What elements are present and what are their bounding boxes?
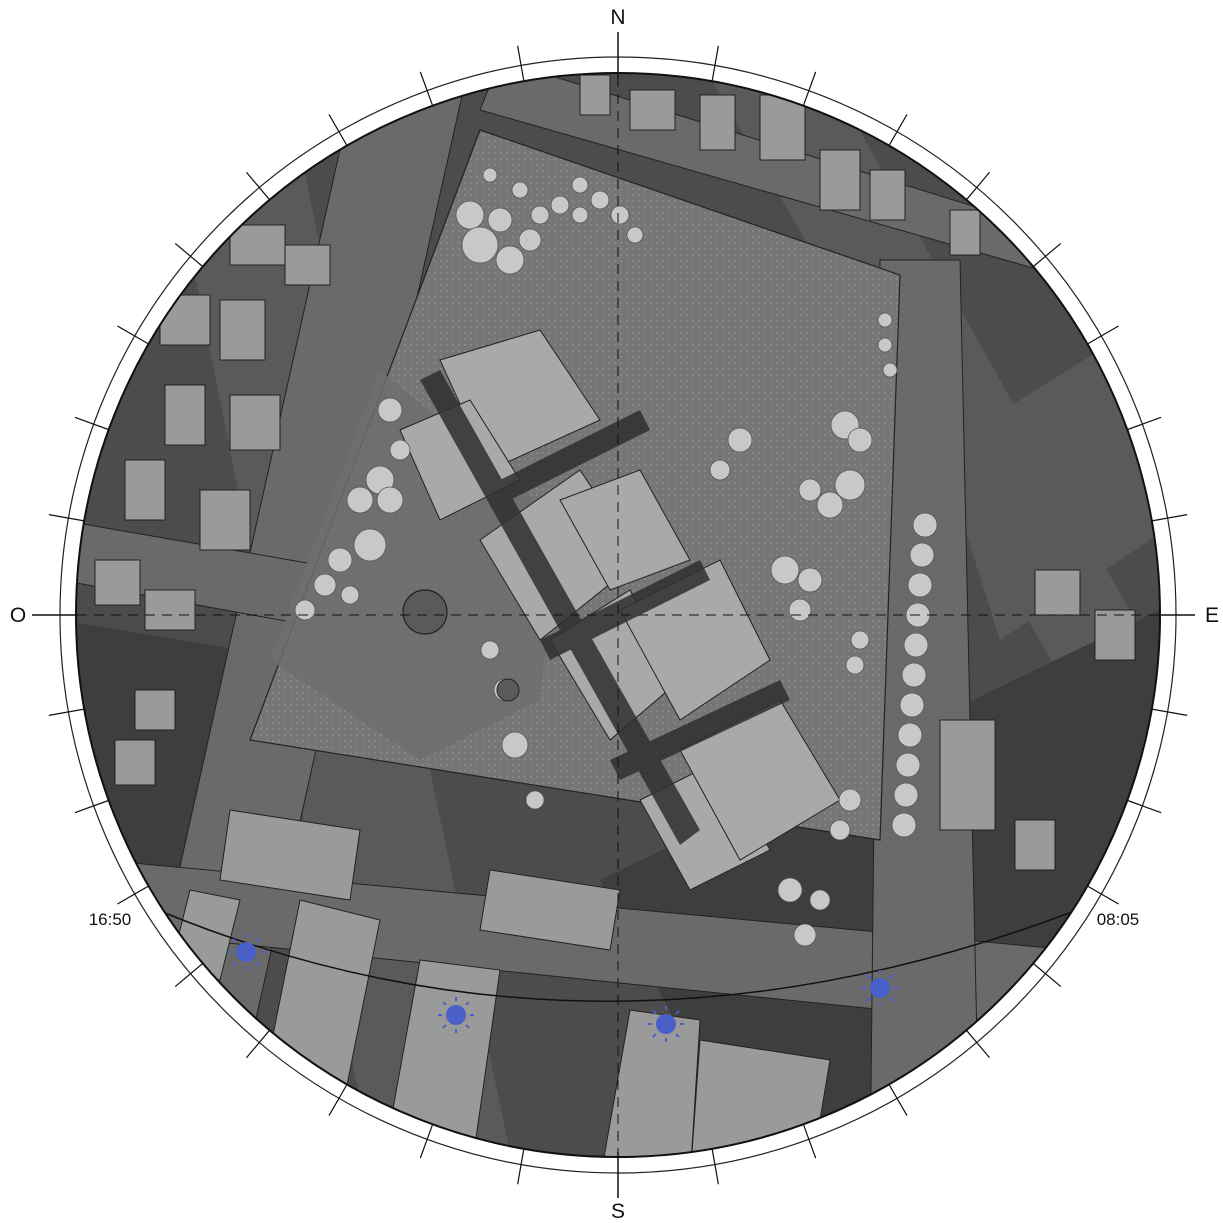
compass-tick bbox=[74, 416, 109, 431]
compass-tick bbox=[965, 1029, 990, 1059]
compass-tick bbox=[419, 71, 434, 106]
compass-tick bbox=[117, 885, 149, 905]
compass-tick bbox=[802, 71, 817, 106]
south-label: S bbox=[611, 1200, 625, 1223]
sun-icon bbox=[862, 970, 898, 1006]
small-fountain bbox=[496, 678, 520, 702]
sun-icon bbox=[648, 1006, 684, 1042]
compass-tick bbox=[888, 114, 908, 146]
site-map bbox=[76, 73, 1160, 1157]
sunrise-time-label: 08:05 bbox=[1097, 910, 1140, 929]
compass-tick bbox=[1151, 514, 1188, 522]
compass-tick bbox=[246, 1029, 271, 1059]
compass-tick bbox=[48, 514, 85, 522]
east-label: E bbox=[1205, 604, 1219, 627]
sun-path-arc bbox=[164, 911, 1073, 1002]
compass-tick bbox=[174, 962, 204, 987]
road-east bbox=[869, 259, 981, 1157]
compass-tick bbox=[174, 243, 204, 268]
compass-tick bbox=[117, 325, 149, 345]
compass-tick bbox=[328, 1084, 348, 1116]
sun-positions bbox=[228, 934, 898, 1042]
compass-tick bbox=[711, 45, 719, 82]
tree-avenue bbox=[891, 512, 938, 838]
compass-tick bbox=[1127, 799, 1162, 814]
north-label: N bbox=[610, 6, 625, 29]
compass-tick bbox=[802, 1124, 817, 1159]
compass-tick bbox=[1087, 885, 1119, 905]
compass-tick bbox=[1032, 962, 1062, 987]
west-label: O bbox=[10, 604, 26, 627]
compass-tick bbox=[1151, 708, 1188, 716]
sun-icon bbox=[438, 997, 474, 1033]
compass-tick bbox=[246, 171, 271, 201]
fountain bbox=[402, 589, 448, 635]
sunset-time-label: 16:50 bbox=[89, 910, 132, 929]
sun-icon bbox=[228, 934, 264, 970]
compass-tick bbox=[48, 708, 85, 716]
compass-tick bbox=[1087, 325, 1119, 345]
trees bbox=[294, 167, 898, 947]
compass-tick bbox=[888, 1084, 908, 1116]
compass-tick bbox=[711, 1148, 719, 1185]
compass-tick bbox=[1127, 416, 1162, 431]
compass-tick bbox=[328, 114, 348, 146]
cardinal-lines bbox=[32, 32, 1195, 1198]
compass-ticks bbox=[48, 45, 1188, 1185]
compass-tick bbox=[1032, 243, 1062, 268]
compass-tick bbox=[965, 171, 990, 201]
compass-tick bbox=[74, 799, 109, 814]
compass-tick bbox=[419, 1124, 434, 1159]
building-corridors bbox=[420, 370, 790, 845]
compass-tick bbox=[517, 45, 525, 82]
compass-tick bbox=[517, 1148, 525, 1185]
